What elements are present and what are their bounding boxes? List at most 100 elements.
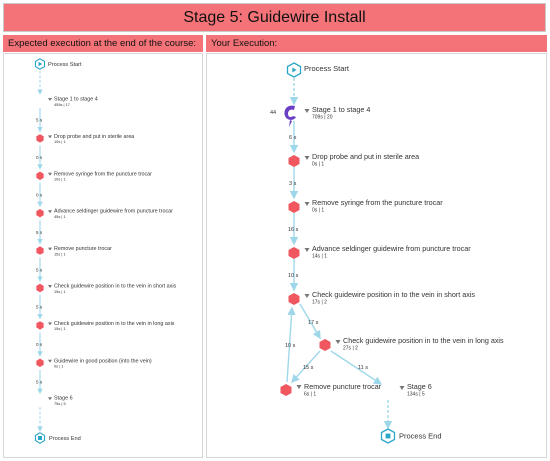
step-remove-syringe[interactable]: Remove syringe from the puncture trocar … [288,198,444,214]
activity-node-icon [288,293,300,305]
step-check-short-axis[interactable]: Check guidewire position in to the vein … [288,290,476,306]
collapse-arrow-icon [48,135,52,139]
page-title: Stage 5: Guidewire Install [3,3,546,32]
step-label: Advance seldinger guidewire from punctur… [312,244,471,253]
step-stats: 134s | 5 [407,392,425,398]
collapse-arrow-icon [304,202,310,206]
step-stats: 45s | 1 [54,214,66,219]
your-edge-labels: 6 s 3 s 16 s 10 s 17 s 15 s 11 s 10 s [285,135,368,371]
collapse-arrow-icon [48,98,52,101]
collapse-arrow-icon [304,156,310,160]
step-stats: 75s | 5 [54,401,66,406]
step-stage-1-to-4[interactable]: 44 Stage 1 to stage 4 709s | 20 [270,105,370,127]
step-remove-puncture-trocar[interactable]: Remove puncture trocar 6s | 1 [280,382,382,398]
step-stats: 10s | 1 [54,139,66,144]
activity-node-icon [280,384,292,396]
step-check-long-axis[interactable]: Check guidewire position in to the vein … [319,336,505,352]
activity-node-icon [36,171,44,180]
expected-edge-label: 5 s [36,380,43,385]
step-label: Stage 6 [407,382,432,391]
step-label: Remove puncture trocar [304,382,382,391]
collapse-arrow-icon [304,248,310,252]
collapse-arrow-icon [48,322,52,326]
collapse-arrow-icon [296,385,302,389]
process-end-label: Process End [49,436,81,442]
collapse-arrow-icon [304,109,310,113]
expected-step[interactable]: Check guidewire position in to the vein … [36,321,175,331]
edge-long-stage6 [330,350,383,385]
expected-edge-label: 5 s [36,267,43,272]
expected-flow-diagram: 5 s0 s0 s5 s5 s5 s0 s5 s Process StartSt… [34,58,177,444]
step-label: Stage 1 to stage 4 [54,97,98,103]
process-end-node[interactable]: Process End [380,428,442,444]
step-stats: 455s | 17 [54,102,70,107]
edge-short-long [299,303,321,340]
process-end-label: Process End [399,432,442,441]
step-stats: 15s | 1 [54,251,66,256]
step-stats: 0s | 1 [312,162,324,168]
expected-step[interactable]: Guidewire in good position (into the vei… [36,358,152,369]
collapse-arrow-icon [48,359,52,363]
activity-node-icon [288,201,300,213]
expected-step[interactable]: Check guidewire position in to the vein … [36,284,177,294]
step-stats: 0s | 1 [54,364,63,369]
edge-label: 15 s [303,365,314,371]
step-stats: 709s | 20 [312,115,333,121]
stop-icon [38,436,42,440]
process-start-node[interactable]: Process Start [286,62,350,78]
step-stats: 15s | 1 [54,289,66,294]
expected-edge-label: 0 s [36,342,43,347]
expected-step[interactable]: Remove syringe from the puncture trocar1… [36,171,152,182]
step-label: Guidewire in good position (into the vei… [54,358,152,364]
step-count-badge: 44 [270,110,276,116]
expected-process-end-node[interactable]: Process End [34,432,81,444]
step-stats: 6s | 1 [304,392,316,398]
collapse-arrow-icon [48,397,52,401]
edge-label: 16 s [288,227,299,233]
step-stats: 15s | 1 [54,326,66,331]
activity-node-icon [288,155,300,167]
expected-edge-label: 5 s [36,230,43,235]
expected-step[interactable]: Advance seldinger guidewire from punctur… [36,209,173,219]
edge-label: 6 s [289,135,297,141]
step-drop-probe[interactable]: Drop probe and put in sterile area 0s | … [288,152,420,168]
your-flow-diagram: 6 s 3 s 16 s 10 s 17 s 15 s 11 s 10 s Pr… [270,62,505,444]
activity-node-icon [319,339,331,351]
your-execution-header: Your Execution: [206,35,547,52]
step-stats: 0s | 1 [312,208,324,214]
process-start-label: Process Start [48,62,82,68]
step-label: Drop probe and put in sterile area [54,134,134,140]
collapse-arrow-icon [335,340,341,344]
step-label: Remove syringe from the puncture trocar [312,198,443,207]
activity-node-icon [36,134,44,143]
collapse-arrow-icon [48,210,52,214]
expected-process-start-node[interactable]: Process Start [34,58,82,70]
expected-edge-label: 5 s [36,305,43,310]
stop-icon [385,433,391,439]
edge-label: 10 s [285,343,296,349]
play-icon [38,61,43,67]
your-execution-panel: 6 s 3 s 16 s 10 s 17 s 15 s 11 s 10 s Pr… [206,53,547,458]
expected-edge-label: 0 s [36,155,43,160]
activity-node-icon [36,246,44,255]
expected-execution-header-text: Expected execution at the end of the cou… [8,38,197,49]
step-stats: 14s | 1 [312,254,327,260]
step-advance-guidewire[interactable]: Advance seldinger guidewire from punctur… [288,244,472,260]
step-label: Check guidewire position in to the vein … [312,290,475,299]
edge-long-remove [291,350,321,384]
collapse-arrow-icon [48,285,52,288]
edge-label: 3 s [289,181,297,187]
step-stats: 17s | 2 [312,300,327,306]
activity-node-icon [36,358,44,367]
your-edges [286,78,393,430]
collapse-arrow-icon [48,172,52,176]
step-label: Drop probe and put in sterile area [312,152,419,161]
step-stage-6[interactable]: Stage 6 134s | 5 [382,382,432,398]
step-stats: 10s | 1 [54,177,66,182]
